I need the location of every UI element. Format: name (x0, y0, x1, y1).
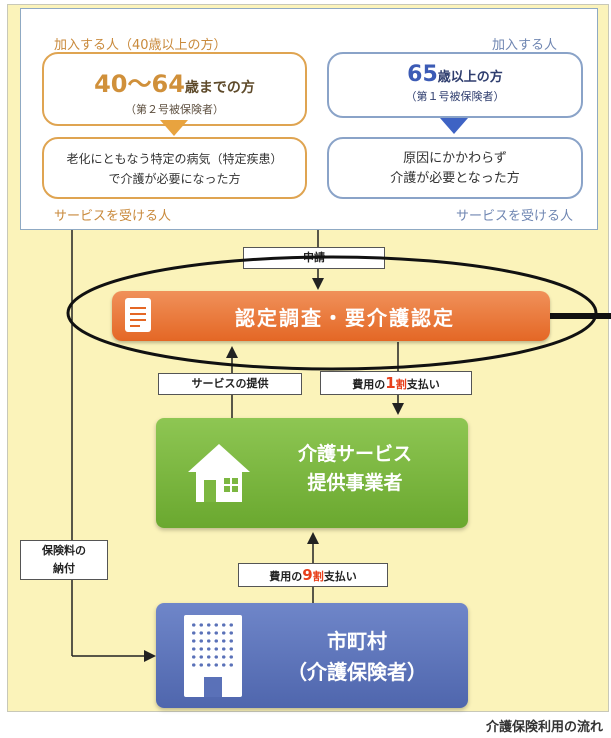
right-footer: サービスを受ける人 (456, 209, 574, 224)
age-40-64-condition-box: 老化にともなう特定の病気（特定疾患） で介護が必要になった方 (42, 137, 307, 199)
service-provision-label: サービスの提供 (158, 373, 302, 395)
provider-line1: 介護サービス (297, 443, 412, 465)
diagram-caption: 介護保険利用の流れ (485, 720, 603, 735)
age-40-64-suffix: 歳までの方 (184, 80, 255, 96)
document-icon (125, 298, 151, 332)
building-icon (184, 615, 242, 697)
left-desc-line2: で介護が必要になった方 (108, 172, 241, 186)
left-header: 加入する人（40歳以上の方） (54, 38, 227, 53)
payment-90-label: 費用の9割支払い (238, 563, 388, 587)
right-down-triangle (440, 118, 468, 134)
first-insured-subtitle: （第１号被保険者） (405, 90, 505, 103)
age-65-condition-box: 原因にかかわらず 介護が必要となった方 (327, 137, 583, 199)
left-down-triangle (160, 120, 188, 136)
right-desc-line2: 介護が必要となった方 (390, 171, 520, 186)
age-65-suffix: 歳以上の方 (437, 70, 503, 85)
age-40-64-box: 40〜64歳までの方 （第２号被保険者） (42, 52, 307, 126)
municipality-line1: 市町村 (327, 629, 387, 653)
age-65-number: 65 (407, 62, 438, 87)
certification-title: 認定調査・要介護認定 (235, 306, 455, 330)
left-desc-line1: 老化にともなう特定の病気（特定疾患） (66, 152, 283, 166)
second-insured-subtitle: （第２号被保険者） (125, 103, 224, 116)
certification-bar (112, 291, 550, 341)
payment-10-label: 費用の1割支払い (320, 371, 472, 395)
right-header: 加入する人 (492, 38, 558, 53)
municipality-line2: （介護保険者） (287, 660, 427, 684)
left-footer: サービスを受ける人 (54, 209, 172, 224)
age-40-64-number: 40〜64 (94, 70, 185, 98)
right-desc-line1: 原因にかかわらず (403, 151, 507, 166)
age-65-box: 65歳以上の方 （第１号被保険者） (327, 52, 583, 118)
house-icon (184, 440, 254, 506)
premium-payment-label: 保険料の 納付 (20, 540, 108, 580)
provider-line2: 提供事業者 (307, 472, 403, 494)
